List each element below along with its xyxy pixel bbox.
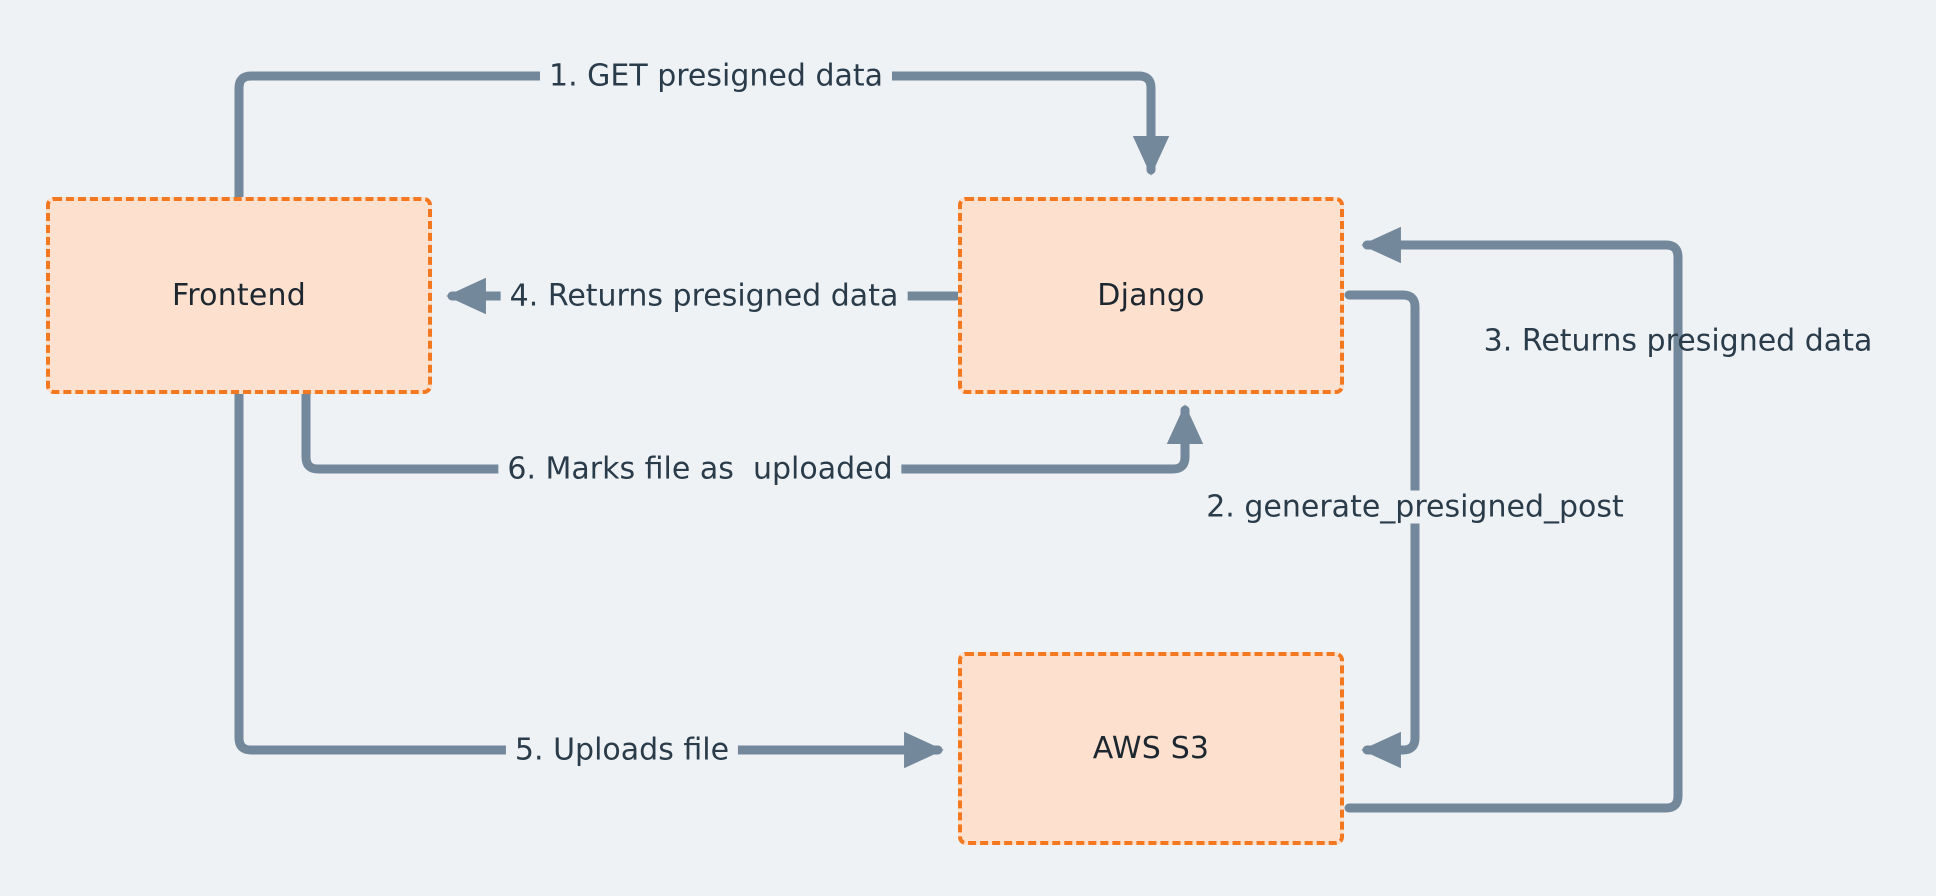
edge-path-1 — [234, 71, 1170, 202]
node-aws-s3-label: AWS S3 — [1092, 731, 1210, 766]
node-django[interactable]: Django — [958, 197, 1344, 394]
node-frontend-label: Frontend — [172, 278, 306, 313]
edge-label-3: 3. Returns presigned data — [1483, 323, 1873, 359]
node-aws-s3[interactable]: AWS S3 — [958, 652, 1344, 845]
edge-label-4: 4. Returns presigned data — [500, 279, 908, 313]
edge-label-2: 2. generate_presigned_post — [1197, 490, 1633, 524]
edge-label-1: 1. GET presigned data — [539, 59, 893, 93]
node-frontend[interactable]: Frontend — [46, 197, 432, 394]
edge-label-5: 5. Uploads file — [505, 733, 739, 767]
edge-path-5 — [234, 389, 944, 769]
node-django-label: Django — [1097, 278, 1205, 313]
edge-label-6: 6. Marks file as uploaded — [498, 452, 902, 486]
